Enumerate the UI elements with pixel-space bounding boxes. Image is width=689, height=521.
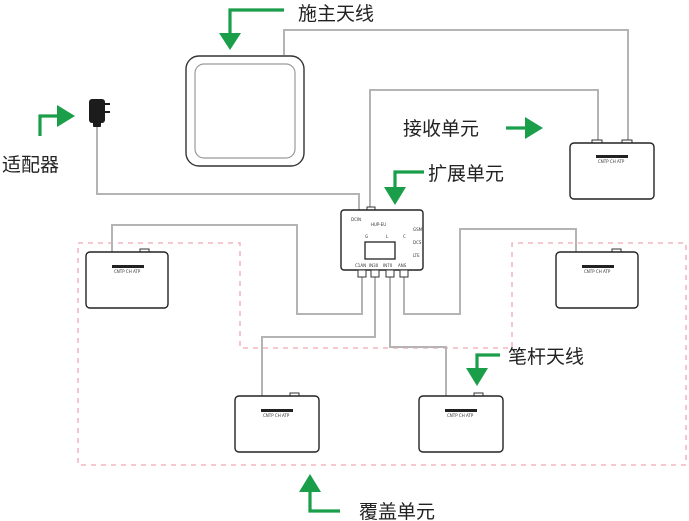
coverage-unit-text: CNTP CH ATP bbox=[263, 413, 290, 418]
arrow-pen-antenna bbox=[466, 353, 500, 386]
cables bbox=[96, 29, 629, 396]
receiver-unit: CNTP CH ATP bbox=[569, 139, 655, 200]
label-expander: 扩展单元 bbox=[428, 163, 504, 185]
label-adapter: 适配器 bbox=[2, 154, 59, 176]
cable-main-antenna bbox=[283, 29, 629, 145]
cable-coverage-topright bbox=[403, 228, 577, 315]
power-adapter bbox=[89, 99, 110, 127]
coverage-unit-bottom-right: CNTP CH ATP bbox=[418, 392, 504, 453]
coverage-unit-text: CNTP CH ATP bbox=[584, 269, 611, 274]
exp-bottom-4: ANS bbox=[398, 263, 407, 268]
cable-coverage-topleft bbox=[111, 224, 363, 315]
main-antenna bbox=[185, 55, 305, 167]
exp-right-3: LTE bbox=[413, 253, 420, 258]
cable-receiver bbox=[369, 89, 599, 210]
label-coverage: 覆盖单元 bbox=[359, 501, 435, 521]
expander-unit: DCIN HUP-EU G L C GSM DCS LTE C1AN IN30 … bbox=[340, 206, 424, 278]
label-receiver: 接收单元 bbox=[403, 118, 479, 140]
arrow-main-antenna bbox=[219, 8, 284, 50]
arrow-coverage bbox=[299, 474, 340, 513]
coverage-unit-text: CNTP CH ATP bbox=[114, 269, 141, 274]
exp-top-center: HUP-EU bbox=[371, 222, 386, 227]
coverage-unit-top-left: CNTP CH ATP bbox=[85, 248, 169, 309]
arrow-expander bbox=[384, 170, 424, 205]
exp-bottom-2: IN30 bbox=[369, 263, 379, 268]
label-main-antenna: 施主天线 bbox=[298, 3, 374, 25]
exp-display bbox=[364, 241, 396, 260]
exp-mid-right: C bbox=[403, 234, 406, 239]
exp-bottom-1: C1AN bbox=[355, 263, 366, 268]
exp-bottom-3: IN70 bbox=[383, 263, 393, 268]
arrow-receiver bbox=[506, 117, 543, 139]
exp-right-2: DCS bbox=[413, 240, 422, 245]
cable-coverage-bottomright bbox=[389, 277, 447, 396]
exp-mid-left: G bbox=[365, 234, 368, 239]
coverage-zone bbox=[77, 242, 687, 466]
arrow-adapter bbox=[38, 105, 75, 136]
coverage-unit-text: CNTP CH ATP bbox=[447, 413, 474, 418]
cable-coverage-bottomleft bbox=[261, 277, 376, 396]
exp-right-1: GSM bbox=[413, 227, 423, 232]
exp-top-left: DCIN bbox=[351, 217, 361, 222]
exp-mid-center: L bbox=[386, 234, 389, 239]
coverage-unit-top-right: CNTP CH ATP bbox=[555, 248, 639, 309]
cable-adapter bbox=[96, 126, 360, 212]
receiver-unit-text: CNTP CH ATP bbox=[598, 159, 625, 164]
coverage-unit-bottom-left: CNTP CH ATP bbox=[234, 392, 320, 453]
label-pen-antenna: 笔杆天线 bbox=[508, 346, 584, 368]
